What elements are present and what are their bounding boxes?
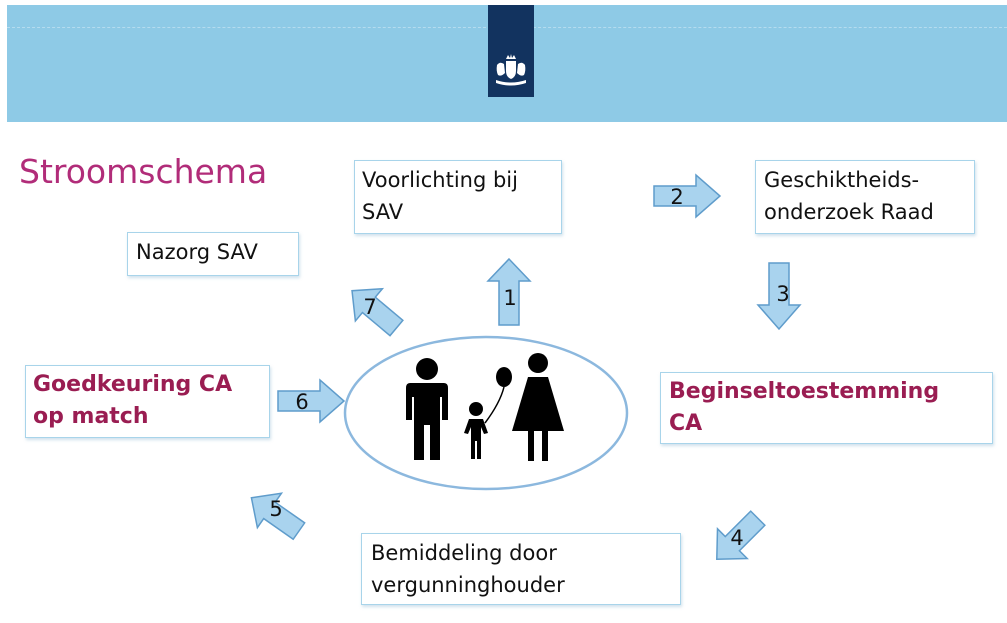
box-line: Goedkeuring CA xyxy=(33,372,233,397)
arrow-number: 4 xyxy=(730,526,744,550)
arrow-number: 7 xyxy=(363,295,377,319)
box-line: Voorlichting bij xyxy=(362,168,518,192)
box-line: onderzoek Raad xyxy=(764,200,934,224)
box-bemiddeling: Bemiddeling door vergunninghouder xyxy=(361,533,681,605)
coat-of-arms-icon xyxy=(496,54,526,86)
arrow-number: 3 xyxy=(776,282,790,306)
box-line: CA xyxy=(669,411,703,436)
box-line: Beginseltoestemming xyxy=(669,379,940,404)
box-line: Geschiktheids- xyxy=(764,168,920,192)
box-line: vergunninghouder xyxy=(371,573,565,597)
box-line: SAV xyxy=(362,200,404,224)
arrow-1 xyxy=(486,257,532,326)
box-geschiktheidsonderzoek: Geschiktheids- onderzoek Raad xyxy=(755,160,975,234)
family-icon xyxy=(406,353,564,461)
box-goedkeuring: Goedkeuring CA op match xyxy=(25,365,270,438)
arrow-number: 6 xyxy=(295,390,309,414)
arrow-7 xyxy=(351,287,404,337)
arrow-2 xyxy=(653,173,722,219)
logo-bar xyxy=(488,5,534,97)
box-line: Bemiddeling door xyxy=(371,541,557,565)
family-ellipse xyxy=(342,335,632,499)
arrow-number: 2 xyxy=(670,185,684,209)
page-title: Stroomschema xyxy=(19,152,268,191)
arrow-number: 1 xyxy=(503,286,517,310)
arrow-4 xyxy=(716,510,766,560)
arrow-number: 5 xyxy=(269,497,283,521)
arrow-6 xyxy=(277,378,346,424)
box-nazorg: Nazorg SAV xyxy=(127,232,299,276)
box-line: Nazorg SAV xyxy=(136,240,258,264)
box-beginseltoestemming: Beginseltoestemming CA xyxy=(660,372,993,444)
box-line: op match xyxy=(33,404,149,429)
arrow-5 xyxy=(250,492,306,541)
box-voorlichting: Voorlichting bij SAV xyxy=(354,160,562,234)
arrow-3 xyxy=(756,262,802,331)
